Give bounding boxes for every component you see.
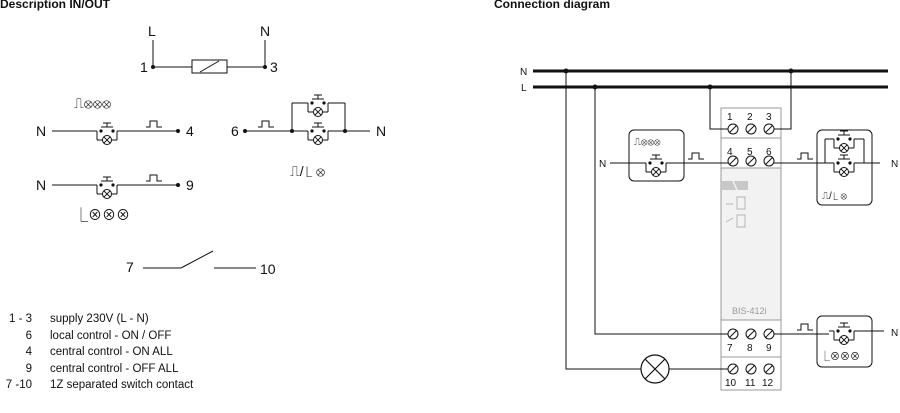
description-title: Description IN/OUT (0, 0, 111, 11)
bus-n-label: N (520, 67, 527, 78)
terminal-row-1-b: 2 (747, 112, 753, 123)
terminal-6-label: 6 (231, 123, 239, 139)
terminal-row-4-a: 10 (725, 378, 737, 389)
terminal-row-4-c: 12 (762, 378, 774, 389)
terminal-3-label: 3 (270, 59, 278, 75)
box-off-all-symbol: ⎿⊗⊗⊗ (820, 350, 860, 363)
supply-l-label: L (148, 23, 156, 39)
n-right-bottom-label: N (891, 328, 898, 339)
local-symbol: ⎍/⎿ ⊗ (290, 163, 325, 179)
off-all-symbol: ⎿⊗⊗⊗ (74, 207, 130, 223)
terminal-10-label: 10 (260, 261, 276, 277)
terminal-7-label: 7 (126, 259, 134, 275)
terminal-row-3-c: 9 (766, 343, 772, 354)
terminal-9-label: 9 (186, 177, 194, 193)
box-on-all-symbol: ⎍⊗⊗⊗ (634, 137, 661, 148)
connection-title: Connection diagram (494, 0, 611, 11)
terminal-row-2-a: 4 (727, 147, 733, 158)
local-control-input: 6 N ⎍/⎿ ⊗ (231, 94, 386, 179)
box-local-symbol: ⎍/⎿ ⊗ (822, 191, 848, 202)
off-all-n-label: N (36, 177, 46, 193)
terminal-row-3-b: 8 (747, 343, 753, 354)
n-right-top-label: N (891, 159, 898, 170)
terminal-row-1-c: 3 (766, 112, 772, 123)
terminal-row-2-b: 5 (747, 147, 753, 158)
on-all-symbol: ⎍⊗⊗⊗ (74, 95, 111, 111)
device-model: BIS-412i (732, 306, 767, 316)
central-on-input: ⎍⊗⊗⊗ N 4 (36, 95, 194, 145)
on-all-n-label: N (36, 123, 46, 139)
n-left-label: N (599, 159, 606, 170)
terminal-1-label: 1 (140, 59, 148, 75)
terminal-row-1-a: 1 (727, 112, 733, 123)
connection-diagram: N L BIS-412i 1 2 3 4 5 6 7 8 9 10 11 12 (520, 67, 898, 391)
terminal-row-4-b: 11 (745, 378, 756, 389)
local-n-label: N (376, 123, 386, 139)
switch-contact-7-10: 7 10 (126, 250, 276, 277)
supply-n-label: N (260, 23, 270, 39)
terminal-row-3-a: 7 (727, 343, 733, 354)
central-off-input: N 9 ⎿⊗⊗⊗ (36, 174, 194, 223)
terminal-row-2-c: 6 (766, 147, 772, 158)
bus-l-label: L (521, 83, 527, 94)
supply-terminals: L N 1 3 (140, 23, 278, 75)
terminal-4-label: 4 (186, 123, 194, 139)
